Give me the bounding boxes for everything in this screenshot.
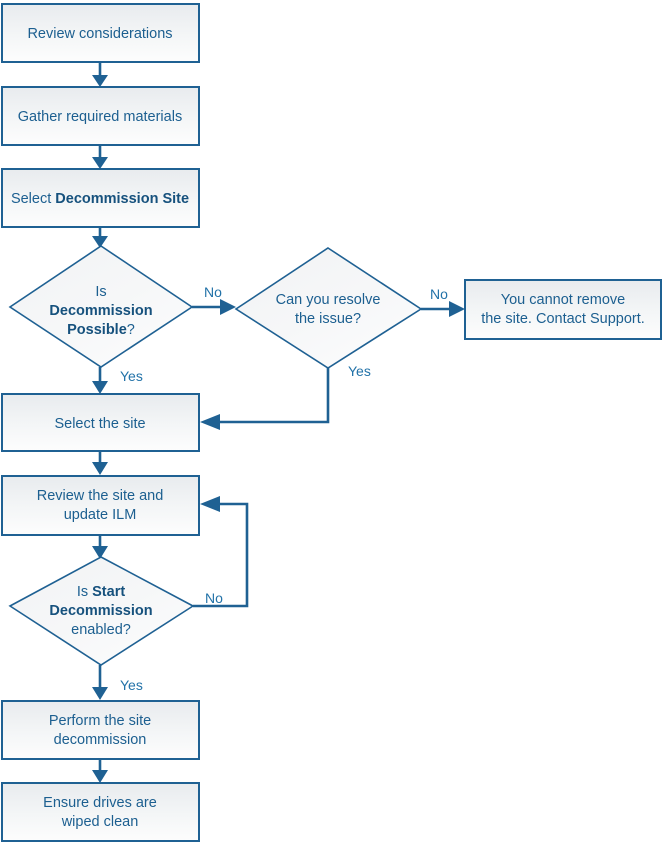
node-review-considerations[interactable]: Review considerations [1, 3, 200, 63]
connector-enabled-no-to-review-site [193, 496, 249, 608]
node-label-resolve-line1: Can you resolve [276, 292, 381, 308]
node-label-decommission-site-bold: Decommission Site [55, 191, 189, 207]
node-label-possible-line3b: ? [127, 322, 135, 338]
connector-perform-to-ensure [92, 760, 108, 783]
node-label-ensure-line1: Ensure drives are [43, 795, 157, 811]
svg-text:the issue?: the issue? [295, 311, 361, 327]
node-label-enabled-line1b: Start [92, 584, 125, 600]
connector-review-to-gather [92, 63, 108, 87]
connector-resolve-no-to-cannot-remove [421, 301, 465, 317]
svg-text:enabled?: enabled? [71, 622, 131, 638]
svg-text:Is Start: Is Start [77, 584, 126, 600]
node-label-review-ilm-line1: Review the site and [37, 488, 164, 504]
svg-text:wiped clean: wiped clean [61, 814, 139, 830]
node-cannot-remove-site[interactable]: You cannot remove the site. Contact Supp… [464, 279, 662, 340]
edge-label-possible-yes: Yes [120, 368, 143, 384]
edge-label-possible-no: No [204, 284, 222, 300]
node-label-possible-line3a: Possible [67, 322, 127, 338]
node-ensure-drives-wiped-clean[interactable]: Ensure drives are wiped clean [1, 782, 200, 842]
node-label-select-the-site: Select the site [54, 416, 145, 432]
edge-label-resolve-no: No [430, 286, 448, 302]
connector-possible-no-to-resolve [192, 299, 236, 315]
edge-label-resolve-yes: Yes [348, 363, 371, 379]
svg-text:Ensure drives are: Ensure drives are [43, 795, 157, 811]
svg-text:Decommission: Decommission [49, 303, 152, 319]
node-label-perform-line1: Perform the site [49, 713, 151, 729]
connector-select-site-to-review-site [92, 451, 108, 475]
node-label-possible-line1: Is [95, 284, 106, 300]
node-label-gather-required-materials: Gather required materials [18, 109, 182, 125]
svg-text:Review the site and: Review the site and [37, 488, 164, 504]
node-is-decommission-possible[interactable]: Is Decommission Possible? [8, 245, 194, 368]
node-label-perform-line2: decommission [54, 732, 147, 748]
svg-text:Gather required materials: Gather required materials [18, 109, 182, 125]
svg-text:Possible?: Possible? [67, 322, 135, 338]
connector-select-decommission-to-possible [92, 228, 108, 248]
connector-resolve-yes-to-select-site [200, 368, 330, 430]
svg-text:Can you resolve: Can you resolve [276, 292, 381, 308]
svg-text:Decommission: Decommission [49, 603, 152, 619]
node-label-review-ilm-line2: update ILM [64, 507, 137, 523]
svg-text:Perform the site: Perform the site [49, 713, 151, 729]
svg-text:the site. Contact Support.: the site. Contact Support. [481, 311, 645, 327]
svg-text:decommission: decommission [54, 732, 147, 748]
svg-text:Select the site: Select the site [54, 416, 145, 432]
node-label-review-considerations: Review considerations [27, 26, 172, 42]
node-is-start-decommission-enabled[interactable]: Is Start Decommission enabled? [8, 556, 195, 666]
svg-text:update ILM: update ILM [64, 507, 137, 523]
node-gather-required-materials[interactable]: Gather required materials [1, 86, 200, 146]
node-label-select-prefix: Select [11, 191, 55, 207]
node-select-the-site[interactable]: Select the site [1, 393, 200, 452]
svg-text:Select Decommission Site: Select Decommission Site [11, 191, 189, 207]
connector-enabled-yes-to-perform [92, 665, 108, 700]
edge-label-enabled-yes: Yes [120, 677, 143, 693]
node-label-enabled-line1a: Is [77, 584, 92, 600]
node-label-enabled-line3: enabled? [71, 622, 131, 638]
node-label-cannot-remove-line2: the site. Contact Support. [481, 311, 645, 327]
node-select-decommission-site[interactable]: Select Decommission Site [1, 168, 200, 228]
node-label-possible-line2: Decommission [49, 303, 152, 319]
node-perform-site-decommission[interactable]: Perform the site decommission [1, 700, 200, 760]
node-label-resolve-line2: the issue? [295, 311, 361, 327]
node-review-site-update-ilm[interactable]: Review the site and update ILM [1, 475, 200, 536]
connector-possible-yes-to-select-site [92, 367, 108, 394]
connector-gather-to-select-decommission [92, 146, 108, 169]
svg-text:You cannot remove: You cannot remove [501, 292, 625, 308]
node-label-cannot-remove-line1: You cannot remove [501, 292, 625, 308]
connector-review-site-to-enabled [92, 536, 108, 559]
node-label-enabled-line2: Decommission [49, 603, 152, 619]
svg-text:Is: Is [95, 284, 106, 300]
edge-label-enabled-no: No [205, 590, 223, 606]
svg-text:Review considerations: Review considerations [27, 26, 172, 42]
node-can-you-resolve-the-issue[interactable]: Can you resolve the issue? [234, 247, 423, 369]
node-label-ensure-line2: wiped clean [61, 814, 139, 830]
